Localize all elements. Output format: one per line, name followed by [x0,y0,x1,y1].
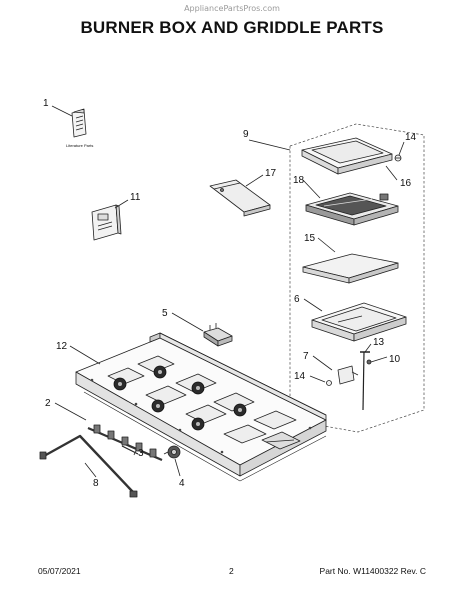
leader-line-14-bottom [309,375,326,383]
callout-10: 10 [389,354,401,365]
callout-2: 2 [45,398,51,409]
griddle-assembly-group-box [289,123,425,433]
leader-line-9 [248,139,291,151]
callout-16: 16 [400,178,412,189]
insulation-pad-illustration [302,253,399,284]
leader-line-13 [364,343,372,353]
footer-page-number: 2 [229,566,234,576]
thermostat-bracket-illustration [337,365,359,385]
footer-part-number: Part No. W11400322 Rev. C [319,566,426,576]
callout-5: 5 [162,308,168,319]
callout-9: 9 [243,129,249,140]
page-title: BURNER BOX AND GRIDDLE PARTS [80,18,384,37]
griddle-plate-illustration [301,137,393,175]
callout-12: 12 [56,341,68,352]
leader-line-6 [303,298,323,312]
callout-14-top: 14 [405,132,417,143]
leader-line-18 [302,179,321,199]
literature-label: Literature Parts [66,143,93,148]
griddle-burner-tray-illustration [305,192,399,226]
footer-date: 05/07/2021 [38,566,81,576]
callout-1: 1 [43,98,49,109]
callout-6: 6 [294,294,300,305]
leader-line-12 [69,345,101,365]
callout-11: 11 [130,192,141,203]
screw-14-top-illustration [394,154,402,162]
callout-8: 8 [93,478,99,489]
callout-17: 17 [265,168,277,179]
callout-4: 4 [179,478,185,489]
bracket-illustration [209,179,271,217]
leader-line-1 [51,105,73,117]
leader-line-8 [84,462,97,478]
drip-tray-illustration [311,302,407,342]
leader-line-10 [370,356,388,363]
leader-line-17 [245,174,264,187]
leader-line-11 [114,199,129,209]
callout-3: 3 [138,448,144,459]
callout-13: 13 [373,337,385,348]
watermark: AppliancePartsPros.com [184,4,280,13]
leader-line-2 [54,402,87,421]
leader-line-16 [385,165,398,181]
gas-valve-manifold-illustration [87,424,163,462]
leader-line-5 [171,312,204,332]
gas-supply-tube-illustration [39,434,138,498]
leader-line-15 [317,237,336,253]
sensor-rod-illustration [360,351,372,411]
regulator-illustration [163,445,181,459]
burner-box-illustration [75,332,327,482]
leader-line-14-top [398,141,405,156]
callout-15: 15 [304,233,316,244]
leader-line-4 [174,458,181,477]
control-board-illustration [91,204,122,241]
leader-line-3 [133,449,137,456]
callout-18: 18 [293,175,305,186]
igniter-module-illustration [203,323,233,347]
callout-14-bottom: 14 [294,371,306,382]
callout-7: 7 [303,351,309,362]
leader-line-7 [312,355,333,371]
screw-14-bottom-illustration [326,380,332,386]
literature-parts-illustration [71,108,87,138]
